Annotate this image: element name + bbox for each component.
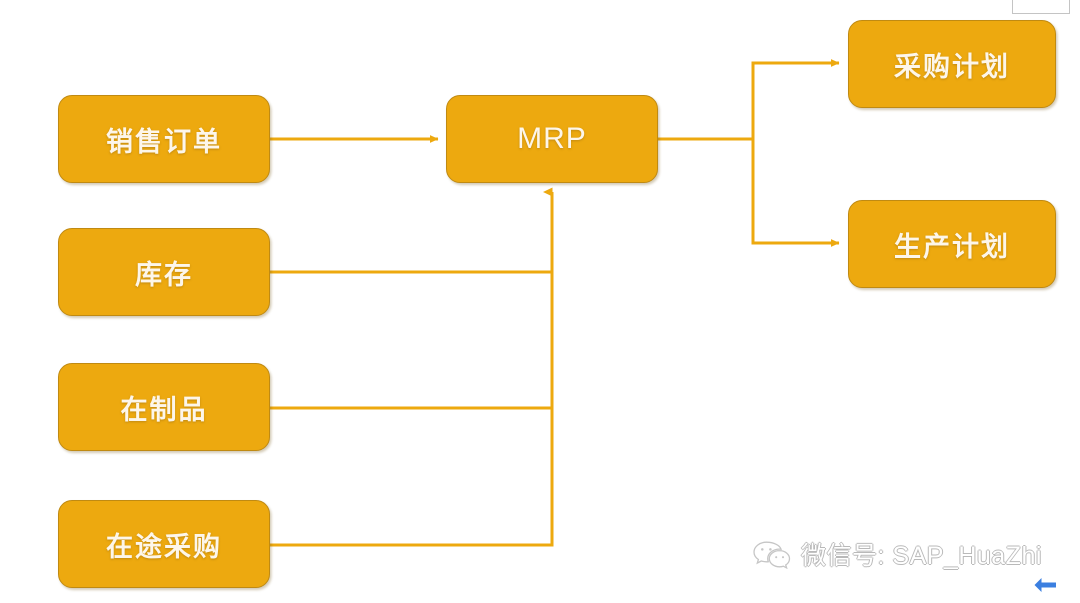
node-label: 库存 [135, 259, 193, 290]
node-procurement-plan[interactable]: 采购计划 [848, 20, 1056, 108]
node-label: 采购计划 [894, 51, 1010, 82]
node-production-plan[interactable]: 生产计划 [848, 200, 1056, 288]
corner-frame [1012, 0, 1070, 14]
wechat-icon [753, 541, 791, 569]
node-mrp[interactable]: MRP [446, 95, 658, 183]
watermark: 微信号: SAP_HuaZhi [752, 536, 1042, 572]
node-in-transit-purchase[interactable]: 在途采购 [58, 500, 270, 588]
watermark-text: 微信号: SAP_HuaZhi [801, 542, 1042, 570]
node-label: 销售订单 [106, 126, 222, 157]
node-sales-order[interactable]: 销售订单 [58, 95, 270, 183]
node-inventory[interactable]: 库存 [58, 228, 270, 316]
node-label: 在制品 [120, 394, 208, 425]
node-work-in-process[interactable]: 在制品 [58, 363, 270, 451]
edge-mrp-to-production [751, 139, 840, 247]
node-label: 在途采购 [106, 531, 222, 562]
node-label: 生产计划 [894, 231, 1010, 262]
edge-intransit-to-mrp [270, 187, 554, 547]
arrow-left-icon[interactable] [1032, 575, 1058, 595]
edge-mrp-to-purchase [751, 59, 840, 139]
node-label: MRP [517, 122, 587, 155]
